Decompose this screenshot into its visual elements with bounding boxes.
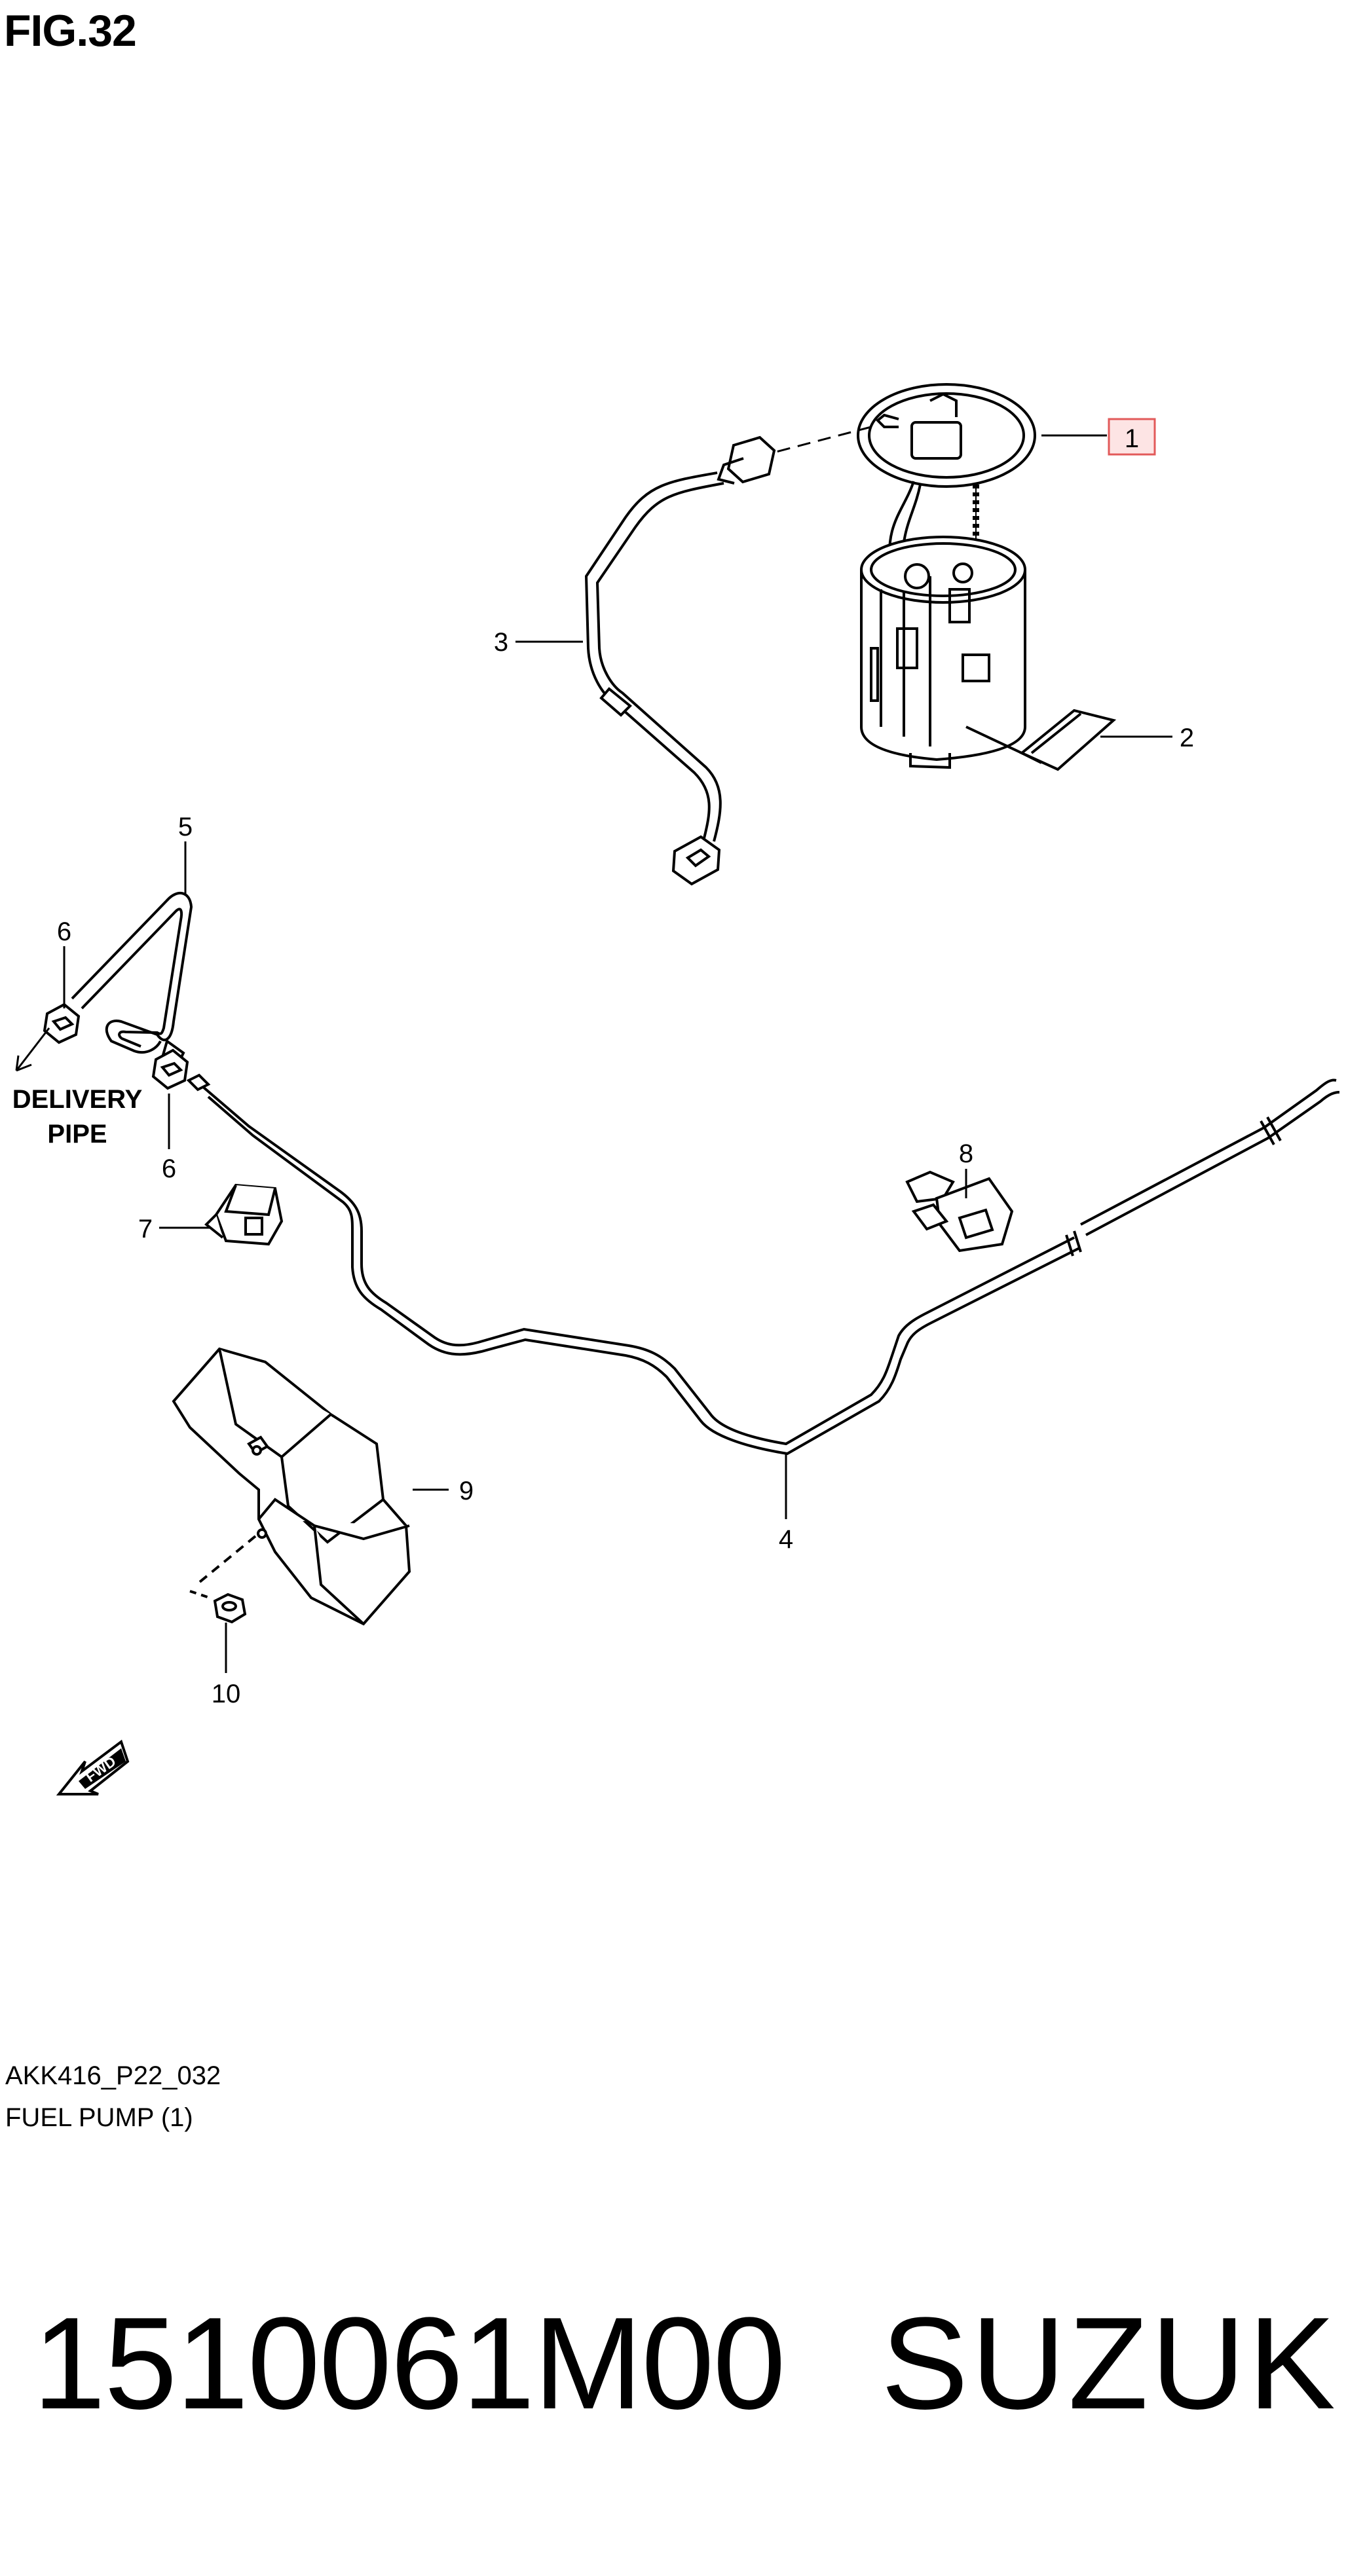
leader-lines: [15, 434, 1172, 1673]
brand-name: SUZUKI: [881, 2291, 1346, 2437]
callout-6-left[interactable]: 6: [57, 917, 71, 946]
delivery-pipe-label-line1: DELIVERY: [12, 1085, 143, 1114]
fuel-pump-assembly[interactable]: [776, 383, 1117, 771]
callout-4[interactable]: 4: [779, 1525, 793, 1554]
drawing-code: AKK416_P22_032: [5, 2061, 221, 2090]
nut-10[interactable]: [189, 1535, 257, 1624]
callout-5[interactable]: 5: [178, 813, 193, 841]
callout-3[interactable]: 3: [494, 628, 508, 657]
callout-2[interactable]: 2: [1180, 724, 1194, 752]
figure-title: FIG.32: [4, 6, 137, 56]
hose-5[interactable]: [71, 891, 193, 1076]
callout-9[interactable]: 9: [459, 1477, 474, 1505]
fwd-arrow-icon: FWD: [56, 1739, 130, 1795]
callout-10[interactable]: 10: [212, 1680, 241, 1708]
fuel-pipe-4[interactable]: [186, 1073, 1340, 1456]
fuel-hose-3[interactable]: [584, 435, 776, 886]
clip-7[interactable]: [204, 1183, 284, 1246]
callout-1-highlight: [1108, 418, 1156, 456]
clamp-6-left[interactable]: [43, 1003, 81, 1044]
callout-6-right[interactable]: 6: [162, 1154, 176, 1183]
clip-8[interactable]: [905, 1170, 1014, 1253]
clamp-6-right[interactable]: [151, 1048, 189, 1090]
part-number: 1510061M00: [33, 2291, 786, 2437]
shield-9[interactable]: [172, 1347, 411, 1626]
delivery-pipe-label-line2: PIPE: [47, 1120, 107, 1149]
callout-1[interactable]: 1: [1125, 424, 1139, 453]
callout-7[interactable]: 7: [138, 1215, 153, 1243]
callout-8[interactable]: 8: [959, 1139, 973, 1168]
drawing-name: FUEL PUMP (1): [5, 2103, 193, 2132]
